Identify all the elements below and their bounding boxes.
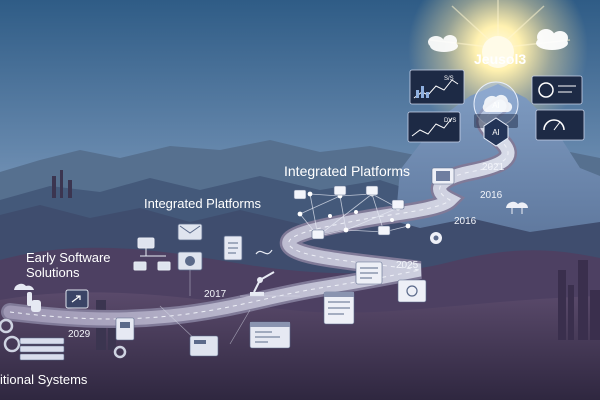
summit-analytics-panel: [409, 69, 465, 105]
cloud-icon: [536, 29, 568, 50]
dashboard-window-icon: [115, 317, 135, 341]
stage-label-legacy: itional Systems: [0, 372, 88, 387]
summit-dashboard-panel: [531, 75, 583, 105]
hierarchy-icon: [133, 237, 171, 271]
tablet-icon: [431, 167, 455, 185]
cloud-network-icon: [506, 201, 528, 214]
list-card-icon: [355, 261, 383, 285]
network-lines: [299, 193, 409, 237]
cloud-icon: [428, 35, 458, 52]
city-silhouette: [558, 260, 600, 340]
stage-label-early-line1: Early Software: [26, 250, 111, 265]
cloud-touch-icon: [14, 283, 41, 312]
stage-label-early-line2: Solutions: [26, 265, 80, 280]
platform-icons: [293, 185, 405, 240]
year-2021: 2021: [482, 162, 505, 173]
toolbox-icon: [189, 335, 219, 357]
summit-chart-panel: [407, 111, 461, 143]
summit-ai-shield: [483, 117, 509, 147]
road-center-line: [9, 105, 509, 320]
wave-line: [255, 249, 273, 255]
document-icon: [223, 235, 243, 261]
year-2017: 2017: [204, 289, 227, 300]
stage-label-integrated-high: Integrated Platforms: [284, 163, 410, 179]
year-2025: 2025: [396, 260, 419, 271]
year-2016-upper: 2016: [480, 190, 503, 201]
summit-ai-hub: [473, 81, 519, 128]
share-icon: [65, 289, 89, 309]
panel-label-top-left: S/S: [444, 76, 454, 82]
stage-label-integrated-mid: Integrated Platforms: [144, 196, 262, 211]
badge-card-icon: [397, 279, 427, 303]
gear-icon: [0, 318, 127, 359]
report-window-icon: [323, 291, 355, 325]
folder-icon: [177, 223, 203, 241]
summit-label: Jeusol3: [474, 51, 526, 67]
robot-arm-icon: [250, 271, 275, 296]
summit-gauge-panel: [535, 109, 585, 141]
year-2029: 2029: [68, 329, 91, 340]
server-rack-icon: [19, 337, 65, 361]
camera-icon: [177, 251, 203, 271]
ai-label-bottom: AI: [492, 128, 500, 137]
ai-label-top: AI: [492, 101, 500, 110]
code-window-icon: [249, 321, 291, 349]
year-2016: 2016: [454, 216, 477, 227]
panel-label-bottom-left: DVS: [444, 118, 456, 124]
location-pin-icon: [430, 232, 442, 244]
sun-icon: [482, 36, 514, 68]
